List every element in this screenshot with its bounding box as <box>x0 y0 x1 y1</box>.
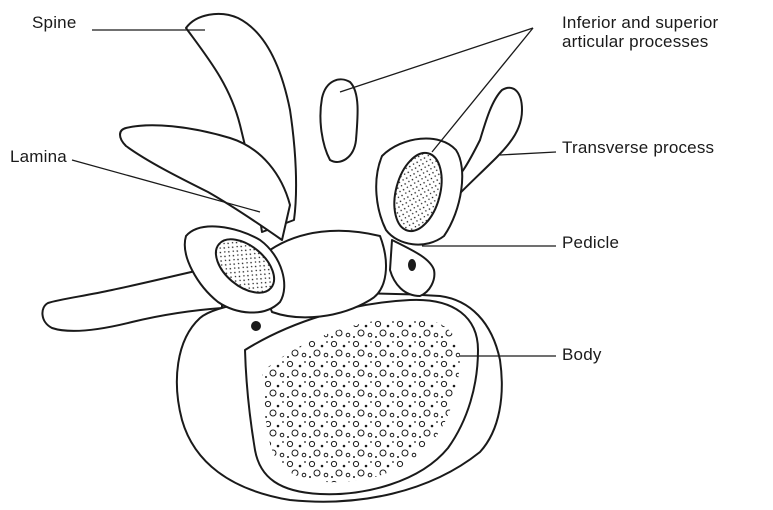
label-transverse-process: Transverse process <box>562 138 714 157</box>
body-foramen <box>252 322 260 330</box>
label-articular-processes: Inferior and superior articular processe… <box>562 13 718 51</box>
superior-articular-process <box>320 79 357 162</box>
leader-articular-upper <box>340 28 533 92</box>
label-pedicle: Pedicle <box>562 233 619 252</box>
label-articular-line1: Inferior and superior <box>562 13 718 32</box>
pedicle-foramen <box>409 260 415 270</box>
label-lamina: Lamina <box>10 147 67 166</box>
label-body: Body <box>562 345 602 364</box>
label-articular-line2: articular processes <box>562 32 718 51</box>
label-spine: Spine <box>32 13 76 32</box>
leader-transverse <box>500 152 556 155</box>
